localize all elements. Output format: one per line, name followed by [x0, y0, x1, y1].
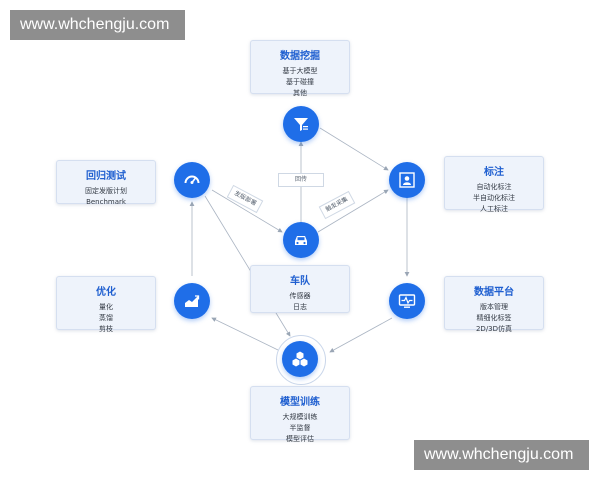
box-item: 自动化标注: [476, 183, 512, 191]
chart-up-icon: [185, 295, 200, 307]
person-frame-icon: [399, 172, 415, 188]
watermark-top: www.whchengju.com: [10, 10, 185, 40]
arrow-fleet-to-labeling: [317, 189, 389, 233]
box-model-training: 模型训练 大规模训练 半监督 模型评估: [250, 386, 350, 443]
box-title: 车队: [290, 276, 310, 287]
box-regression-test: 回归测试 固定发版计划 Benchmark: [56, 160, 156, 206]
box-item: 剪枝: [99, 325, 113, 333]
node-data-platform: [389, 283, 425, 319]
box-item: 大规模训练: [282, 413, 318, 421]
arrow-mining-to-labeling: [319, 127, 389, 171]
box-item: 其他: [293, 89, 307, 97]
box-item: 精细化标签: [476, 314, 512, 322]
node-labeling: [389, 162, 425, 198]
box-item: 版本管理: [480, 303, 508, 311]
funnel-icon: [294, 118, 308, 131]
box-title: 数据挖掘: [280, 51, 320, 62]
box-item: 模型评估: [286, 435, 314, 443]
box-item: 传感器: [289, 292, 311, 300]
node-model-training: [282, 341, 318, 377]
cubes-icon: [292, 351, 308, 367]
box-labeling: 标注 自动化标注 半自动化标注 人工标注: [444, 156, 544, 213]
tag-return: 回传: [278, 173, 324, 187]
car-icon: [295, 236, 307, 245]
box-optimization: 优化 量化 蒸馏 剪枝: [56, 276, 156, 333]
box-data-platform: 数据平台 版本管理 精细化标签 2D/3D仿真: [444, 276, 544, 333]
box-item: 人工标注: [480, 205, 508, 213]
box-item: 量化: [99, 303, 113, 311]
node-regression-test: [174, 162, 210, 198]
box-item: 2D/3D仿真: [475, 325, 513, 333]
node-fleet: [283, 222, 319, 258]
box-item: Benchmark: [86, 198, 126, 206]
box-item: 半监督: [289, 424, 311, 432]
box-title: 优化: [96, 287, 116, 298]
box-fleet: 车队 传感器 日志: [250, 265, 350, 313]
arrow-training-to-optimization: [211, 317, 279, 351]
box-item: 蒸馏: [99, 314, 113, 322]
box-data-mining: 数据挖掘 基于大模型 基于碰撞 其他: [250, 40, 350, 97]
box-title: 模型训练: [280, 397, 320, 408]
watermark-bottom: www.whchengju.com: [414, 440, 589, 470]
box-title: 回归测试: [86, 171, 126, 182]
arrow-regression-to-fleet: [211, 189, 283, 233]
box-item: 半自动化标注: [473, 194, 515, 202]
box-title: 标注: [484, 167, 504, 178]
box-item: 日志: [293, 303, 307, 311]
box-item: 固定发版计划: [85, 187, 127, 195]
box-item: 基于碰撞: [286, 78, 314, 86]
monitor-pulse-icon: [398, 294, 416, 308]
box-title: 数据平台: [474, 287, 514, 298]
arrow-platform-to-training: [329, 317, 393, 353]
gauge-icon: [184, 175, 200, 184]
node-optimization: [174, 283, 210, 319]
box-item: 基于大模型: [282, 67, 318, 75]
node-data-mining: [283, 106, 319, 142]
